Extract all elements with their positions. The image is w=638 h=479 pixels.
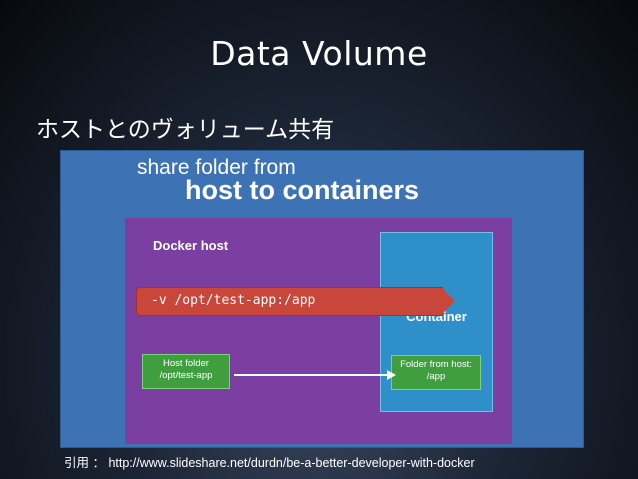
slide-title: Data Volume (210, 34, 428, 73)
container-folder-line1: Folder from host: (400, 359, 472, 370)
host-folder-line2: /opt/test-app (159, 370, 213, 381)
citation-text: 引用 ： http://www.slideshare.net/durdn/be-… (64, 456, 475, 470)
docker-host-box: Docker host Container Folder from host: … (125, 218, 512, 444)
slide-subtitle: ホストとのヴォリューム共有 (36, 117, 335, 143)
docker-volume-diagram: share folder from host to containers Doc… (60, 150, 584, 448)
diagram-heading-big: host to containers (185, 175, 420, 205)
docker-host-label: Docker host (153, 238, 229, 253)
mount-arrow-head-icon (387, 370, 396, 380)
mount-arrow-line (234, 374, 387, 376)
volume-command-text: -v /opt/test-app:/app (151, 293, 316, 308)
host-folder-line1: Host folder (163, 358, 209, 369)
volume-command-tag: -v /opt/test-app:/app (137, 288, 455, 315)
diagram-heading-small: share folder from (137, 156, 296, 179)
container-box: Container Folder from host: /app (380, 232, 493, 412)
container-folder-line2: /app (426, 371, 446, 382)
container-folder-box: Folder from host: /app (391, 355, 481, 390)
host-folder-box: Host folder /opt/test-app (142, 354, 230, 389)
